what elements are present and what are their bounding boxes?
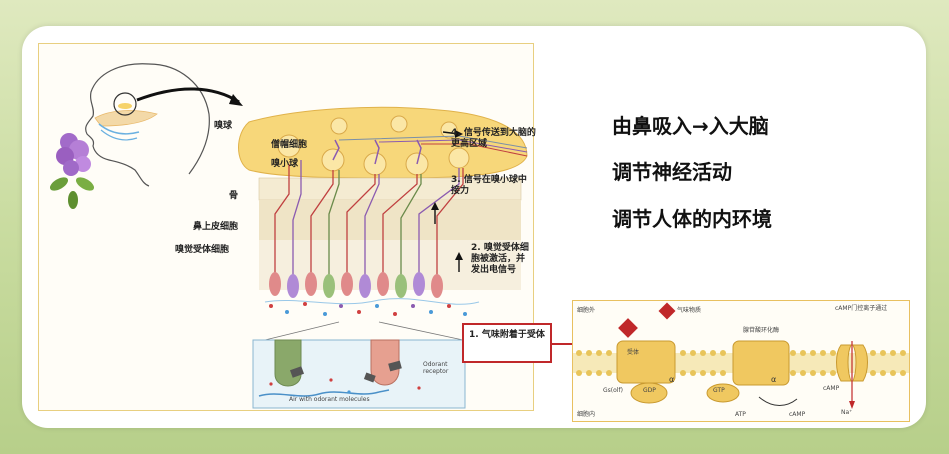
label-cyclase: 腺苷酸环化酶 bbox=[743, 327, 780, 334]
membrane-svg bbox=[573, 302, 909, 409]
g-protein bbox=[630, 382, 668, 404]
adenylate-cyclase bbox=[732, 340, 790, 386]
label-step2: 2. 嗅觉受体细胞被激活，并发出电信号 bbox=[471, 243, 529, 275]
receptor-protein bbox=[616, 340, 676, 384]
label-alpha-2: α bbox=[771, 375, 777, 384]
zoom-arrow bbox=[136, 87, 240, 104]
label-step4: 4. 信号传送到大脑的更高区域 bbox=[451, 128, 536, 149]
membrane-signaling-inset: 细胞外 气味物质 受体 腺苷酸环化酶 cAMP门控离子通过 α α Gs(olf… bbox=[572, 300, 910, 422]
label-atp: ATP bbox=[735, 411, 746, 418]
label-mitral: 僧帽细胞 bbox=[271, 140, 308, 150]
content-card: 嗅球 僧帽细胞 嗅小球 骨 鼻上皮细胞 嗅觉受体细胞 4. 信号传送到大脑的更高… bbox=[22, 26, 926, 428]
label-receptor-cell: 嗅觉受体细胞 bbox=[175, 245, 230, 255]
cell-bodies bbox=[269, 272, 443, 298]
olfaction-diagram-panel: 嗅球 僧帽细胞 嗅小球 骨 鼻上皮细胞 嗅觉受体细胞 4. 信号传送到大脑的更高… bbox=[38, 43, 536, 411]
text-line-3: 调节人体的内环境 bbox=[612, 207, 772, 231]
epithelium-layer bbox=[259, 200, 521, 240]
camp-channel bbox=[836, 344, 852, 382]
inset-odorant-receptor: Odorant receptor bbox=[423, 361, 449, 375]
label-camp-2: cAMP bbox=[789, 411, 806, 418]
text-line-1: 由鼻吸入→入大脑 bbox=[612, 114, 769, 138]
odor-molecules bbox=[269, 302, 467, 316]
glomeruli bbox=[277, 115, 470, 176]
label-camp-channel: cAMP门控离子通过 bbox=[835, 305, 888, 312]
label-glomerulus: 嗅小球 bbox=[271, 159, 299, 169]
olfaction-diagram-svg bbox=[49, 63, 528, 409]
text-line-2: 调节神经活动 bbox=[612, 160, 732, 184]
label-golf: Gs(olf) bbox=[603, 387, 623, 394]
label-gtp: GTP bbox=[713, 387, 725, 394]
flower-illustration bbox=[49, 133, 95, 209]
label-step3: 3. 信号在嗅小球中接力 bbox=[451, 175, 527, 196]
label-bulb: 嗅球 bbox=[214, 121, 233, 131]
label-outside: 细胞外 bbox=[577, 307, 596, 314]
label-na: Na⁺ bbox=[841, 409, 853, 416]
label-alpha-1: α bbox=[669, 375, 675, 384]
label-camp: cAMP bbox=[823, 385, 840, 392]
label-odorant: 气味物质 bbox=[677, 307, 702, 314]
step1-callout: 1. 气味附着于受体 bbox=[462, 323, 552, 363]
bulb-indicator bbox=[113, 92, 137, 116]
receptor-cells bbox=[274, 160, 464, 290]
label-gdp: GDP bbox=[643, 387, 656, 394]
inset-air-caption: Air with odorant molecules bbox=[289, 396, 370, 403]
label-bone: 骨 bbox=[229, 191, 239, 201]
label-inside: 细胞内 bbox=[577, 411, 596, 418]
head-outline bbox=[85, 63, 150, 187]
label-epithelium: 鼻上皮细胞 bbox=[193, 222, 239, 232]
label-receptor: 受体 bbox=[627, 349, 640, 356]
